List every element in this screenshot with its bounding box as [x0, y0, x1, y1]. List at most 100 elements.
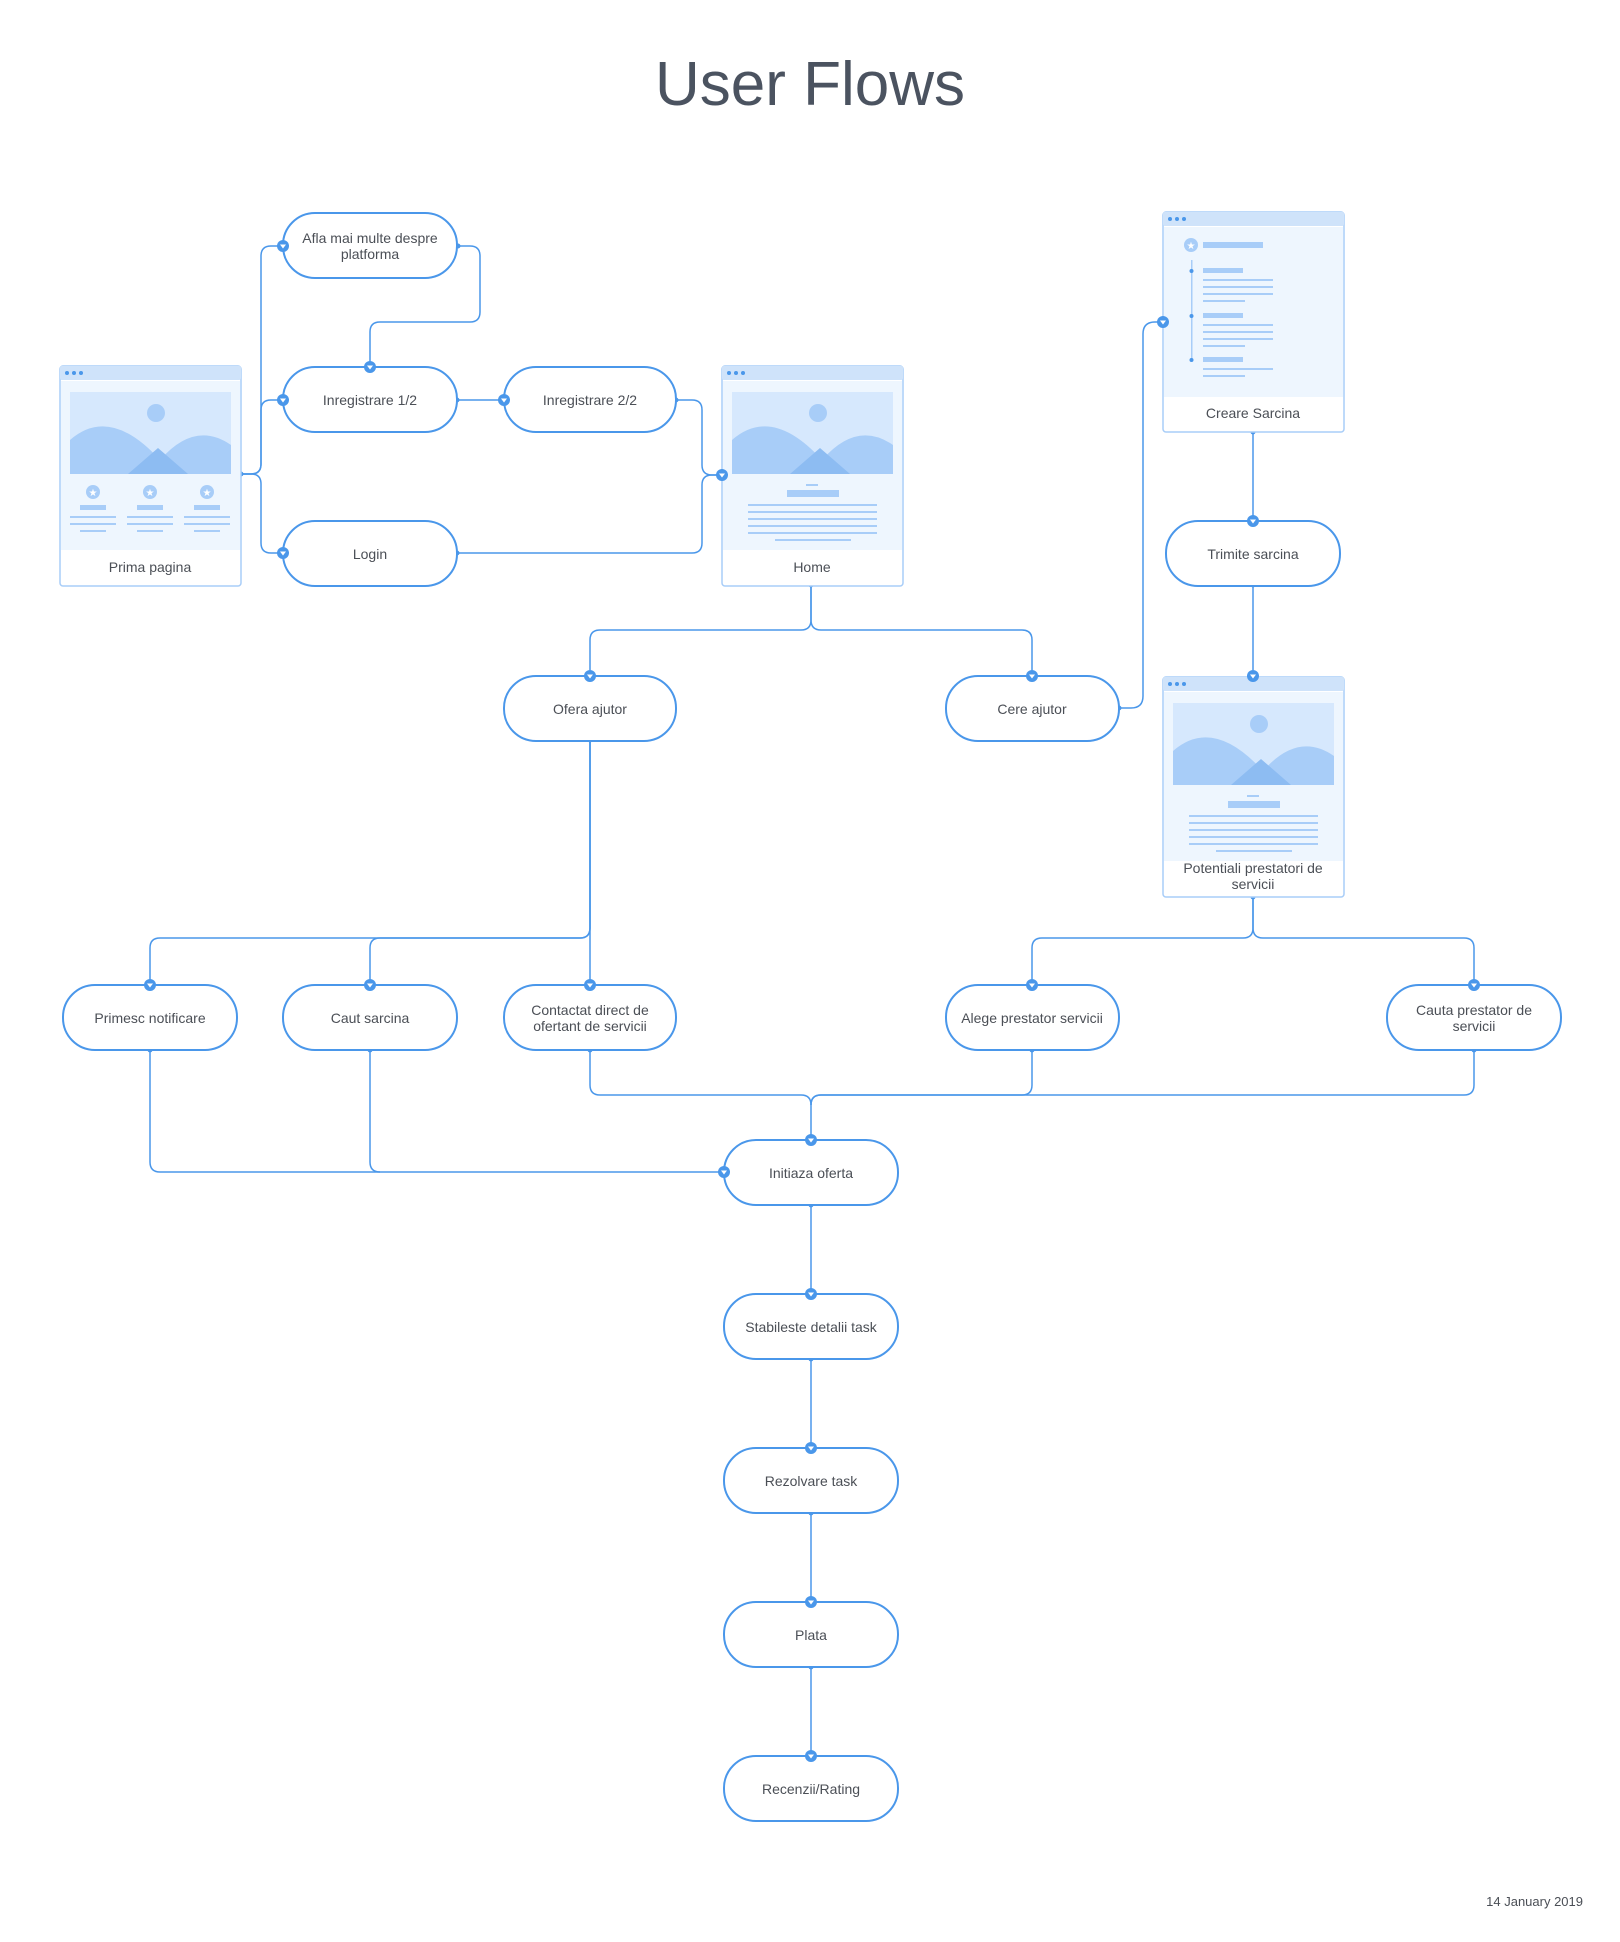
chevron-down-icon: [367, 983, 373, 988]
node-ofera-ajutor[interactable]: Ofera ajutor: [503, 675, 677, 742]
image-placeholder-icon: [732, 392, 893, 474]
connector-ofera-caut: [369, 740, 591, 980]
screen-label: Home: [793, 559, 831, 575]
screen-content: [1164, 227, 1343, 397]
node-alege-prestator[interactable]: Alege prestator servicii: [945, 984, 1120, 1051]
chevron-down-icon: [808, 1446, 814, 1451]
chevron-down-icon: [280, 551, 286, 556]
node-label: Inregistrare 1/2: [323, 392, 417, 408]
window-dot-icon: [727, 371, 731, 375]
browser-bar: [1163, 212, 1344, 226]
chevron-down-icon: [808, 1138, 814, 1143]
screen-potentiali-prestatori[interactable]: Potentiali prestatori de servicii: [1162, 676, 1345, 898]
svg-text:★: ★: [89, 488, 98, 499]
screen-label: Prima pagina: [109, 559, 192, 575]
node-label: Cere ajutor: [997, 701, 1067, 717]
node-label: Login: [353, 546, 387, 562]
node-cauta-prestator[interactable]: Cauta prestator de servicii: [1386, 984, 1562, 1051]
node-label: Inregistrare 2/2: [543, 392, 637, 408]
connector-cauta-initiaza: [810, 1050, 1475, 1106]
chevron-down-icon: [808, 1600, 814, 1605]
screen-home[interactable]: Home: [721, 365, 904, 587]
screen-label-line2: servicii: [1232, 876, 1275, 892]
connector-prima-inreg1: [241, 399, 283, 475]
chevron-down-icon: [367, 365, 373, 370]
node-label-line1: Afla mai multe despre: [302, 230, 438, 246]
svg-text:★: ★: [203, 488, 212, 499]
connector-potentiali-alege: [1031, 897, 1254, 980]
chevron-down-icon: [587, 983, 593, 988]
window-dot-icon: [741, 371, 745, 375]
node-initiaza-oferta[interactable]: Initiaza oferta: [723, 1139, 899, 1206]
node-afla-mai-multe[interactable]: Afla mai multe despre platforma: [282, 212, 458, 279]
node-stabileste-detalii[interactable]: Stabileste detalii task: [723, 1293, 899, 1360]
browser-bar: [60, 366, 241, 380]
node-rezolvare-task[interactable]: Rezolvare task: [723, 1447, 899, 1514]
window-dot-icon: [1182, 682, 1186, 686]
node-caut-sarcina[interactable]: Caut sarcina: [282, 984, 458, 1051]
connector-cere-creare: [1119, 321, 1163, 709]
text-placeholder-lines: [1189, 795, 1318, 852]
text-placeholder-lines: [70, 505, 230, 532]
screen-label-line1: Potentiali prestatori de: [1183, 860, 1323, 876]
node-label: Ofera ajutor: [553, 701, 627, 717]
window-dot-icon: [1168, 682, 1172, 686]
connector-contactat-initiaza: [589, 1050, 812, 1135]
chevron-down-icon: [280, 398, 286, 403]
connector-home-cere: [810, 585, 1033, 670]
connector-prima-login: [241, 473, 283, 554]
node-label: Initiaza oferta: [769, 1165, 853, 1181]
connector-alege-initiaza: [810, 1050, 1033, 1106]
connector-home-ofera: [589, 585, 812, 670]
window-dot-icon: [65, 371, 69, 375]
page-title: User Flows: [655, 50, 965, 119]
node-inregistrare-1[interactable]: Inregistrare 1/2: [282, 366, 458, 433]
node-label-line1: Cauta prestator de: [1416, 1002, 1532, 1018]
node-cere-ajutor[interactable]: Cere ajutor: [945, 675, 1120, 742]
text-placeholder-lines: [748, 484, 877, 541]
node-recenzii-rating[interactable]: Recenzii/Rating: [723, 1755, 899, 1822]
chevron-down-icon: [501, 398, 507, 403]
node-label: Trimite sarcina: [1207, 546, 1298, 562]
connectors: [149, 245, 1475, 1752]
connector-caut-initiaza: [369, 1050, 381, 1173]
chevron-down-icon: [808, 1754, 814, 1759]
node-label-line2: servicii: [1453, 1018, 1496, 1034]
svg-text:★: ★: [146, 488, 155, 499]
date-stamp: 14 January 2019: [1486, 1894, 1583, 1909]
node-trimite-sarcina[interactable]: Trimite sarcina: [1165, 520, 1341, 587]
screen-creare-sarcina[interactable]: ★ Creare Sarcina: [1162, 211, 1345, 433]
chevron-down-icon: [1471, 983, 1477, 988]
chevron-down-icon: [147, 983, 153, 988]
node-inregistrare-2[interactable]: Inregistrare 2/2: [503, 366, 677, 433]
node-label: Primesc notificare: [94, 1010, 205, 1026]
chevron-down-icon: [721, 1170, 727, 1175]
image-placeholder-icon: [70, 392, 231, 474]
node-label-line2: ofertant de servicii: [533, 1018, 647, 1034]
chevron-down-icon: [1029, 983, 1035, 988]
node-contactat-direct[interactable]: Contactat direct de ofertant de servicii: [503, 984, 677, 1051]
task-star-icon: ★: [1184, 238, 1198, 252]
window-dot-icon: [72, 371, 76, 375]
connector-afla-inreg1: [369, 245, 481, 367]
screen-prima-pagina[interactable]: ★ ★ ★ Prima pagina: [59, 365, 242, 587]
node-label-line2: platforma: [341, 246, 400, 262]
window-dot-icon: [1168, 217, 1172, 221]
window-dot-icon: [734, 371, 738, 375]
chevron-down-icon: [1250, 674, 1256, 679]
svg-text:★: ★: [1187, 241, 1196, 252]
node-primesc-notificare[interactable]: Primesc notificare: [62, 984, 238, 1051]
node-label: Caut sarcina: [331, 1010, 410, 1026]
chevron-down-icon: [280, 244, 286, 249]
window-dot-icon: [1175, 682, 1179, 686]
node-login[interactable]: Login: [282, 520, 458, 587]
feature-star-icon: ★ ★ ★: [86, 485, 214, 499]
chevron-down-icon: [1029, 674, 1035, 679]
window-dot-icon: [1175, 217, 1179, 221]
node-plata[interactable]: Plata: [723, 1601, 899, 1668]
node-label: Recenzii/Rating: [762, 1781, 860, 1797]
connector-potentiali-cauta: [1252, 897, 1475, 980]
node-label: Rezolvare task: [765, 1473, 859, 1489]
